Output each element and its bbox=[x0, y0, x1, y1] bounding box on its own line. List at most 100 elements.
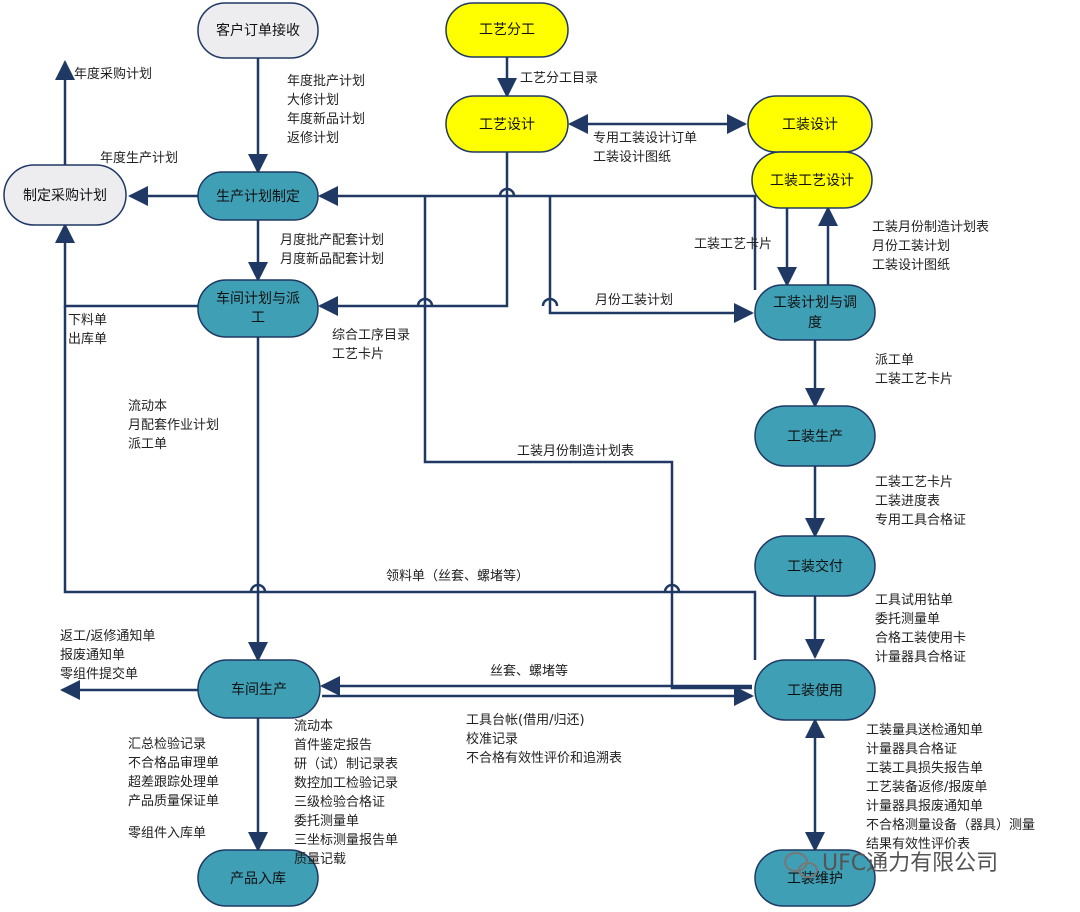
nodes: 客户订单接收 工艺分工 工艺设计 工装设计 工装工艺设计 制定采购计划 bbox=[3, 2, 876, 907]
edge-requisition bbox=[63, 306, 757, 660]
label-inspection-docs-1: 不合格品审理单 bbox=[128, 755, 219, 771]
label-record-docs-1: 首件鉴定报告 bbox=[294, 738, 372, 753]
label-delivery-docs-0: 工具试用钻单 bbox=[875, 593, 953, 608]
edge-workshop-to-purchase bbox=[55, 223, 198, 308]
node-craft-division[interactable]: 工艺分工 bbox=[445, 2, 569, 58]
label-production-docs-2: 专用工具合格证 bbox=[875, 512, 966, 528]
node-workshop-production[interactable]: 车间生产 bbox=[197, 659, 321, 719]
label-delivery-docs-3: 计量器具合格证 bbox=[875, 649, 966, 665]
label-maintenance-docs-4: 计量器具报废通知单 bbox=[866, 798, 983, 814]
edge-tooling-plan-to-plan bbox=[318, 186, 757, 290]
label-order-docs-0: 年度批产计划 bbox=[287, 73, 365, 89]
label-annual-production: 年度生产计划 bbox=[100, 150, 178, 166]
label-ledger-docs-1: 校准记录 bbox=[466, 731, 518, 747]
node-tooling-plan[interactable]: 工装计划与调 度 bbox=[754, 284, 876, 341]
node-tooling-plan-label-1: 工装计划与调 bbox=[773, 295, 857, 311]
edge-monthly-mfg bbox=[423, 196, 752, 690]
label-inspection-docs-2: 超差跟踪处理单 bbox=[128, 775, 219, 790]
label-rework-docs-1: 报废通知单 bbox=[60, 647, 125, 663]
label-maintenance-docs-0: 工装量具送检通知单 bbox=[866, 722, 983, 738]
label-material-docs-1: 出库单 bbox=[68, 331, 107, 347]
label-tooling-monthly-docs-2: 工装设计图纸 bbox=[872, 258, 950, 273]
edge-labels: 年度采购计划 年度生产计划 年度批产计划 大修计划 年度新品计划 返修计划 工艺… bbox=[60, 66, 1035, 867]
label-inspection-docs-3: 产品质量保证单 bbox=[128, 794, 219, 809]
node-tooling-use[interactable]: 工装使用 bbox=[754, 659, 876, 721]
label-tooling-design-docs-1: 工装设计图纸 bbox=[593, 150, 671, 165]
label-material-docs-0: 下料单 bbox=[68, 313, 107, 328]
watermark-text: UFC通力有限公司 bbox=[822, 851, 998, 876]
label-monthly-kits-0: 月度批产配套计划 bbox=[280, 232, 384, 248]
label-maintenance-docs-3: 工艺装备返修/报废单 bbox=[866, 779, 987, 795]
label-production-docs-0: 工装工艺卡片 bbox=[875, 475, 953, 490]
label-thread-inserts: 丝套、螺堵等 bbox=[490, 663, 568, 679]
node-purchase-plan[interactable]: 制定采购计划 bbox=[3, 164, 127, 226]
node-customer-order[interactable]: 客户订单接收 bbox=[197, 2, 319, 59]
label-record-docs-2: 研（试）制记录表 bbox=[294, 757, 398, 772]
line-hops bbox=[249, 187, 681, 593]
label-order-docs-3: 返修计划 bbox=[287, 131, 339, 146]
label-order-docs-2: 年度新品计划 bbox=[287, 111, 365, 127]
label-monthly-tooling-plan: 月份工装计划 bbox=[595, 293, 673, 308]
label-maintenance-docs-1: 计量器具合格证 bbox=[866, 741, 957, 757]
label-ledger-docs-2: 不合格有效性评价和追溯表 bbox=[466, 750, 622, 766]
node-workshop-plan[interactable]: 车间计划与派 工 bbox=[197, 279, 319, 338]
label-delivery-docs-2: 合格工装使用卡 bbox=[875, 630, 966, 646]
label-ledger-docs-0: 工具台帐(借用/归还) bbox=[466, 713, 585, 728]
label-delivery-docs-1: 委托测量单 bbox=[875, 612, 940, 627]
label-record-docs-4: 三级检验合格证 bbox=[294, 794, 385, 810]
node-tooling-design-label: 工装设计 bbox=[782, 117, 838, 133]
node-workshop-plan-label-2: 工 bbox=[251, 310, 265, 326]
label-tooling-monthly-mfg: 工装月份制造计划表 bbox=[517, 444, 634, 459]
node-product-storage-label: 产品入库 bbox=[230, 871, 286, 887]
node-tooling-design[interactable]: 工装设计 bbox=[747, 95, 873, 153]
node-tooling-plan-label-2: 度 bbox=[808, 315, 822, 331]
label-component-storage: 零组件入库单 bbox=[128, 825, 206, 841]
node-tooling-production[interactable]: 工装生产 bbox=[754, 405, 876, 467]
label-maintenance-docs-5: 不合格测量设备（器具）测量 bbox=[866, 817, 1035, 833]
node-workshop-plan-label-1: 车间计划与派 bbox=[216, 290, 300, 307]
watermark: UFC通力有限公司 bbox=[784, 851, 998, 878]
node-customer-order-label: 客户订单接收 bbox=[216, 22, 300, 39]
label-flow-docs-1: 月配套作业计划 bbox=[128, 417, 219, 433]
label-tooling-monthly-docs-1: 月份工装计划 bbox=[872, 239, 950, 254]
node-tooling-delivery-label: 工装交付 bbox=[787, 558, 843, 575]
label-requisition: 领料单（丝套、螺堵等） bbox=[386, 568, 529, 584]
node-production-plan-label: 生产计划制定 bbox=[216, 189, 300, 205]
label-tooling-monthly-docs-0: 工装月份制造计划表 bbox=[872, 220, 989, 235]
label-annual-purchase: 年度采购计划 bbox=[74, 66, 152, 82]
label-rework-docs-0: 返工/返修通知单 bbox=[60, 628, 155, 644]
label-maintenance-docs-2: 工装工具损失报告单 bbox=[866, 761, 983, 776]
label-tooling-craft-card: 工装工艺卡片 bbox=[694, 237, 772, 252]
label-record-docs-7: 质量记载 bbox=[294, 852, 346, 867]
node-production-plan[interactable]: 生产计划制定 bbox=[197, 171, 319, 221]
connectors bbox=[55, 57, 838, 852]
edge-monthly-tooling bbox=[548, 196, 754, 323]
label-process-docs-0: 综合工序目录 bbox=[332, 328, 410, 343]
label-rework-docs-2: 零组件提交单 bbox=[60, 666, 138, 682]
edge-design-to-workshop bbox=[318, 152, 509, 316]
node-tooling-craft-design[interactable]: 工装工艺设计 bbox=[751, 151, 873, 209]
label-tooling-design-docs-0: 专用工装设计订单 bbox=[593, 131, 697, 146]
label-craft-division-list: 工艺分工目录 bbox=[520, 71, 598, 86]
node-craft-division-label: 工艺分工 bbox=[479, 22, 535, 38]
label-dispatch-docs-1: 工装工艺卡片 bbox=[875, 372, 953, 387]
node-tooling-delivery[interactable]: 工装交付 bbox=[754, 535, 876, 597]
label-flow-docs-0: 流动本 bbox=[128, 399, 167, 414]
node-tooling-production-label: 工装生产 bbox=[787, 429, 843, 445]
label-production-docs-1: 工装进度表 bbox=[875, 493, 940, 509]
wechat-icon bbox=[784, 852, 818, 878]
node-tooling-use-label: 工装使用 bbox=[787, 682, 843, 699]
label-record-docs-0: 流动本 bbox=[294, 719, 333, 734]
node-craft-design-label: 工艺设计 bbox=[479, 117, 535, 133]
label-order-docs-1: 大修计划 bbox=[287, 93, 339, 108]
label-record-docs-3: 数控加工检验记录 bbox=[294, 775, 398, 791]
node-craft-design[interactable]: 工艺设计 bbox=[445, 95, 569, 153]
label-flow-docs-2: 派工单 bbox=[128, 437, 167, 452]
label-record-docs-6: 三坐标测量报告单 bbox=[294, 833, 398, 848]
node-product-storage[interactable]: 产品入库 bbox=[197, 849, 319, 907]
label-monthly-kits-1: 月度新品配套计划 bbox=[280, 251, 384, 267]
label-process-docs-1: 工艺卡片 bbox=[332, 347, 384, 362]
label-record-docs-5: 委托测量单 bbox=[294, 814, 359, 829]
label-maintenance-docs-6: 结果有效性评价表 bbox=[866, 837, 970, 852]
